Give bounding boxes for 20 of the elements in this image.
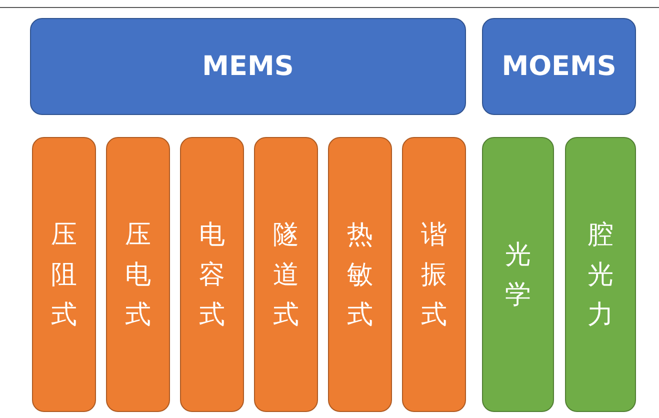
box-label: 压电式 (124, 218, 152, 332)
box-label: 谐振式 (420, 218, 448, 332)
sensor-type-box (565, 137, 636, 412)
box-label: MOEMS (502, 51, 616, 82)
sensor-type-box (328, 137, 392, 412)
category-box (30, 18, 466, 115)
sensor-type-box (32, 137, 96, 412)
box-label: 隧道式 (272, 218, 300, 332)
sensor-type-box (106, 137, 170, 412)
box-label: 光学 (504, 238, 532, 312)
sensor-type-box (180, 137, 244, 412)
box-label: MEMS (202, 51, 294, 82)
box-label: 电容式 (198, 218, 226, 332)
box-label: 腔光力 (586, 218, 614, 332)
sensor-type-box (402, 137, 466, 412)
sensor-type-box (254, 137, 318, 412)
box-label: 压阻式 (50, 218, 78, 332)
box-label: 热敏式 (346, 218, 374, 332)
sensor-type-box (482, 137, 554, 412)
category-box (482, 18, 636, 115)
